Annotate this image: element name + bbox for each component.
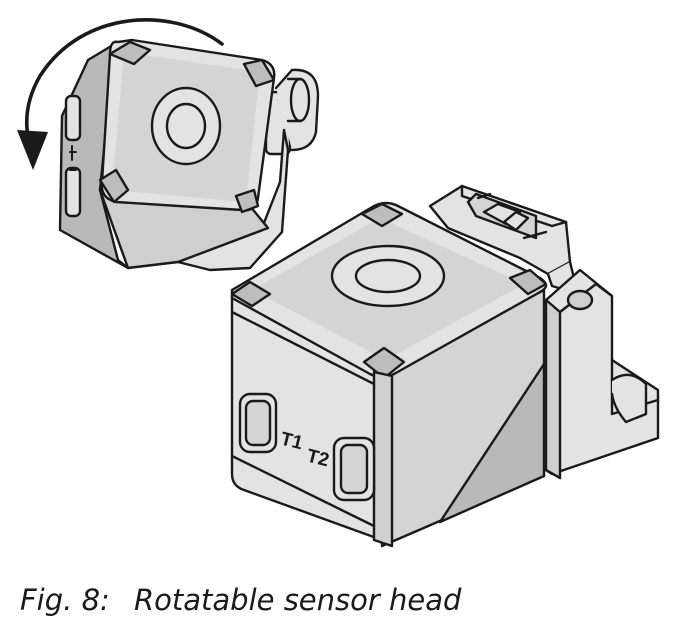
figure-caption: Fig. 8: Rotatable sensor head [20, 578, 660, 622]
caption-number: Fig. 8: [20, 583, 110, 617]
mounting-bracket [544, 268, 660, 480]
terminal-window-t1 [238, 392, 278, 454]
sensor-figure: T1 T2 [17, 18, 660, 548]
terminal-window-t2 [332, 436, 376, 502]
rotated-sensor-head [58, 38, 320, 272]
caption-text: Rotatable sensor head [134, 583, 462, 617]
main-sensor-cube [230, 201, 548, 548]
rotation-arrow-icon [17, 18, 224, 170]
terminal-label-t2: T2 [305, 446, 332, 472]
rear-connector [264, 68, 320, 156]
